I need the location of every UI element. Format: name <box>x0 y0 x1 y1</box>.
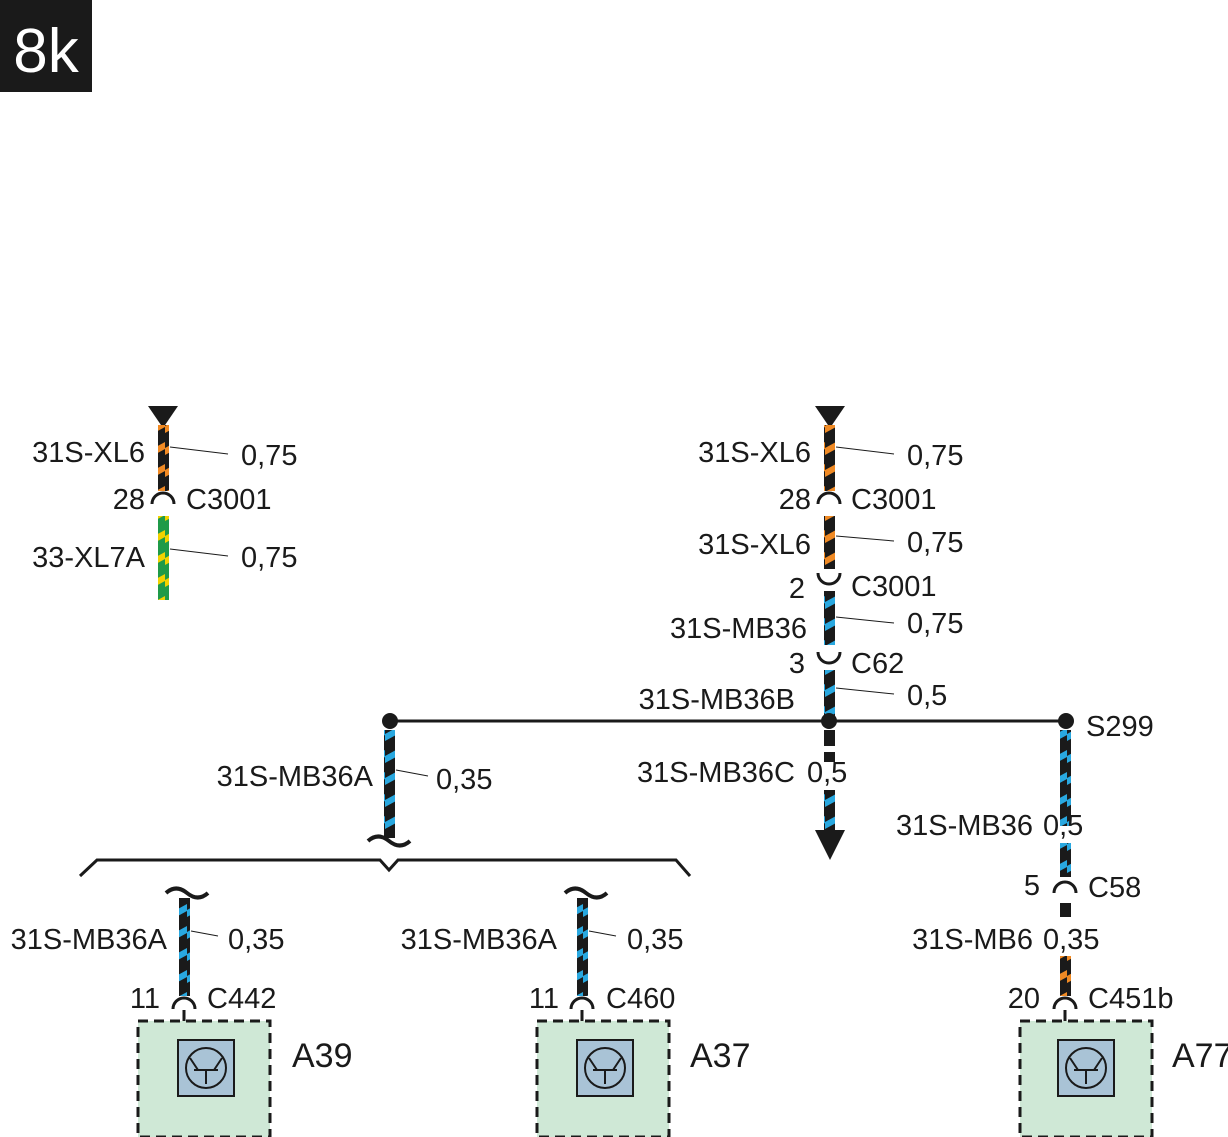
left-wire-33-XL7A <box>158 516 169 600</box>
center-wire5-name: 31S-MB36C <box>637 757 795 789</box>
A37-connector-name: C460 <box>606 983 675 1015</box>
right-connector1-name: C58 <box>1088 872 1141 904</box>
left-wire-31S-XL6 <box>158 425 169 491</box>
center-junction-dot <box>821 713 837 729</box>
page-badge: 8k <box>0 0 92 92</box>
right-connector1-pin: 5 <box>1024 870 1040 902</box>
left-wire1-name: 31S-XL6 <box>32 437 145 469</box>
center-wire3-name: 31S-MB36 <box>670 613 807 645</box>
right-wire1-name: 31S-MB36 <box>896 810 1033 842</box>
A77-transistor-icon <box>1057 1039 1115 1097</box>
right-branch: 31S-MB36 0,5 5 C58 31S-MB6 0,35 20 C451b <box>896 730 1173 1022</box>
A39-pin: 11 <box>130 983 160 1015</box>
right-wire1-size: 0,5 <box>1043 810 1083 842</box>
center-wire-31S-XL6-b <box>824 516 835 569</box>
center-arrow-down <box>815 830 845 860</box>
right-connector-C451b <box>1052 996 1078 1010</box>
center-wire5-size: 0,5 <box>807 757 847 789</box>
A37-wire-size: 0,35 <box>627 924 683 956</box>
left-wire1-size: 0,75 <box>241 440 297 472</box>
A37-label: A37 <box>690 1037 751 1075</box>
center-connector-C3001-2 <box>816 572 842 586</box>
center-wire3-size: 0,75 <box>907 608 963 640</box>
center-wire-31S-MB36B <box>824 670 835 720</box>
A39-wire-name: 31S-MB36A <box>11 924 168 956</box>
left-junction-dot <box>382 713 398 729</box>
A39-label: A39 <box>292 1037 353 1075</box>
A37-wire <box>577 898 588 996</box>
left-split-wire-size: 0,35 <box>436 764 492 796</box>
left-connector-pin: 28 <box>113 484 145 516</box>
A39-connector-name: C442 <box>207 983 276 1015</box>
right-wire-31S-MB6 <box>1060 956 1071 996</box>
module-A39-group: 31S-MB36A 0,35 11 C442 A39 <box>11 886 353 1137</box>
left-connector-C3001 <box>150 491 176 505</box>
center-connector3-name: C62 <box>851 648 904 680</box>
right-wire-31S-MB36-a <box>1060 730 1071 826</box>
left-connector-name: C3001 <box>186 484 271 516</box>
module-A77-group: A77 <box>1018 1019 1228 1137</box>
module-A37-group: 31S-MB36A 0,35 11 C460 A37 <box>401 886 751 1137</box>
center-wire2-name: 31S-XL6 <box>698 529 811 561</box>
right-connector2-name: C451b <box>1088 983 1173 1015</box>
A37-connector <box>569 996 595 1010</box>
left-split-wire <box>384 730 395 838</box>
center-branch: 31S-XL6 0,75 28 C3001 31S-XL6 0,75 2 C30… <box>637 406 963 860</box>
left-split-break <box>366 834 412 848</box>
right-wire2-name: 31S-MB6 <box>912 924 1033 956</box>
center-wire-31S-XL6-a <box>824 425 835 491</box>
left-split-wire-name: 31S-MB36A <box>217 761 374 793</box>
left-ground-arrow <box>148 406 178 428</box>
A37-wire-name: 31S-MB36A <box>401 924 558 956</box>
center-wire4-name: 31S-MB36B <box>639 684 795 716</box>
center-wire1-name: 31S-XL6 <box>698 437 811 469</box>
center-connector2-name: C3001 <box>851 571 936 603</box>
A39-transistor-icon <box>177 1039 235 1097</box>
center-connector-C3001-28 <box>816 491 842 505</box>
left-wire2-size: 0,75 <box>241 542 297 574</box>
A37-transistor-icon <box>576 1039 634 1097</box>
splice-name: S299 <box>1086 711 1154 743</box>
left-branch: 31S-XL6 0,75 28 C3001 33-XL7A 0,75 <box>32 406 297 600</box>
A39-wire-size: 0,35 <box>228 924 284 956</box>
center-ground-arrow <box>815 406 845 428</box>
right-wire-31S-MB36-b <box>1060 843 1071 877</box>
center-connector-C62 <box>816 651 842 665</box>
center-connector1-pin: 28 <box>779 484 811 516</box>
split-brace <box>78 858 692 878</box>
right-connector-C58 <box>1052 880 1078 894</box>
center-connector1-name: C3001 <box>851 484 936 516</box>
right-wire2-size: 0,35 <box>1043 924 1099 956</box>
center-wire1-size: 0,75 <box>907 440 963 472</box>
right-connector2-pin: 20 <box>1008 983 1040 1015</box>
center-wire-31S-MB36C <box>824 790 835 830</box>
center-wire2-size: 0,75 <box>907 527 963 559</box>
A39-wire <box>179 898 190 996</box>
center-wire-31S-MB36 <box>824 591 835 645</box>
left-wire2-name: 33-XL7A <box>32 542 146 574</box>
center-wire4-size: 0,5 <box>907 680 947 712</box>
bus-line: S299 <box>382 711 1154 743</box>
A39-connector <box>171 996 197 1010</box>
A37-pin: 11 <box>529 983 559 1015</box>
center-connector2-pin: 2 <box>789 573 805 605</box>
center-connector3-pin: 3 <box>789 648 805 680</box>
A77-label: A77 <box>1172 1037 1228 1075</box>
left-split: 31S-MB36A 0,35 <box>78 730 692 878</box>
page-badge-text: 8k <box>13 17 79 86</box>
splice-S299-dot <box>1058 713 1074 729</box>
